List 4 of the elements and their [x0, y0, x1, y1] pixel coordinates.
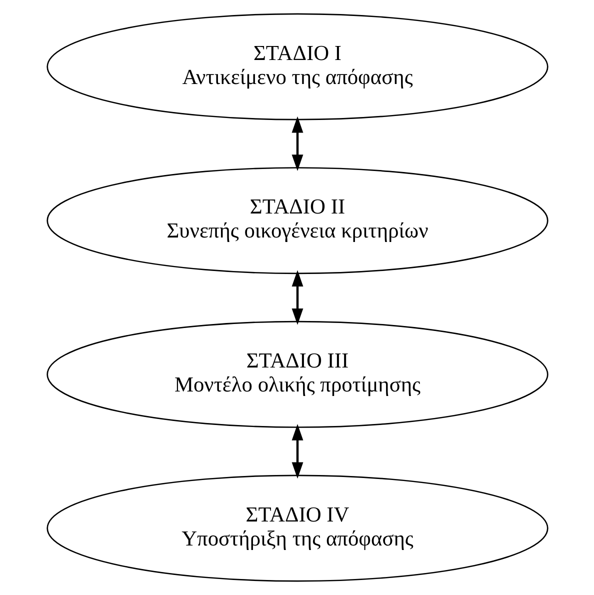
node-ellipse: ΣΤΑΔΙΟ IV Υποστήριξη της απόφασης [46, 474, 548, 582]
node-ellipse: ΣΤΑΔΙΟ I Αντικείμενο της απόφασης [46, 13, 548, 120]
node-ellipse: ΣΤΑΔΙΟ II Συνεπής οικογένεια κριτηρίων [46, 167, 548, 274]
node-ellipse: ΣΤΑΔΙΟ III Μοντέλο ολικής προτίμησης [46, 320, 548, 428]
